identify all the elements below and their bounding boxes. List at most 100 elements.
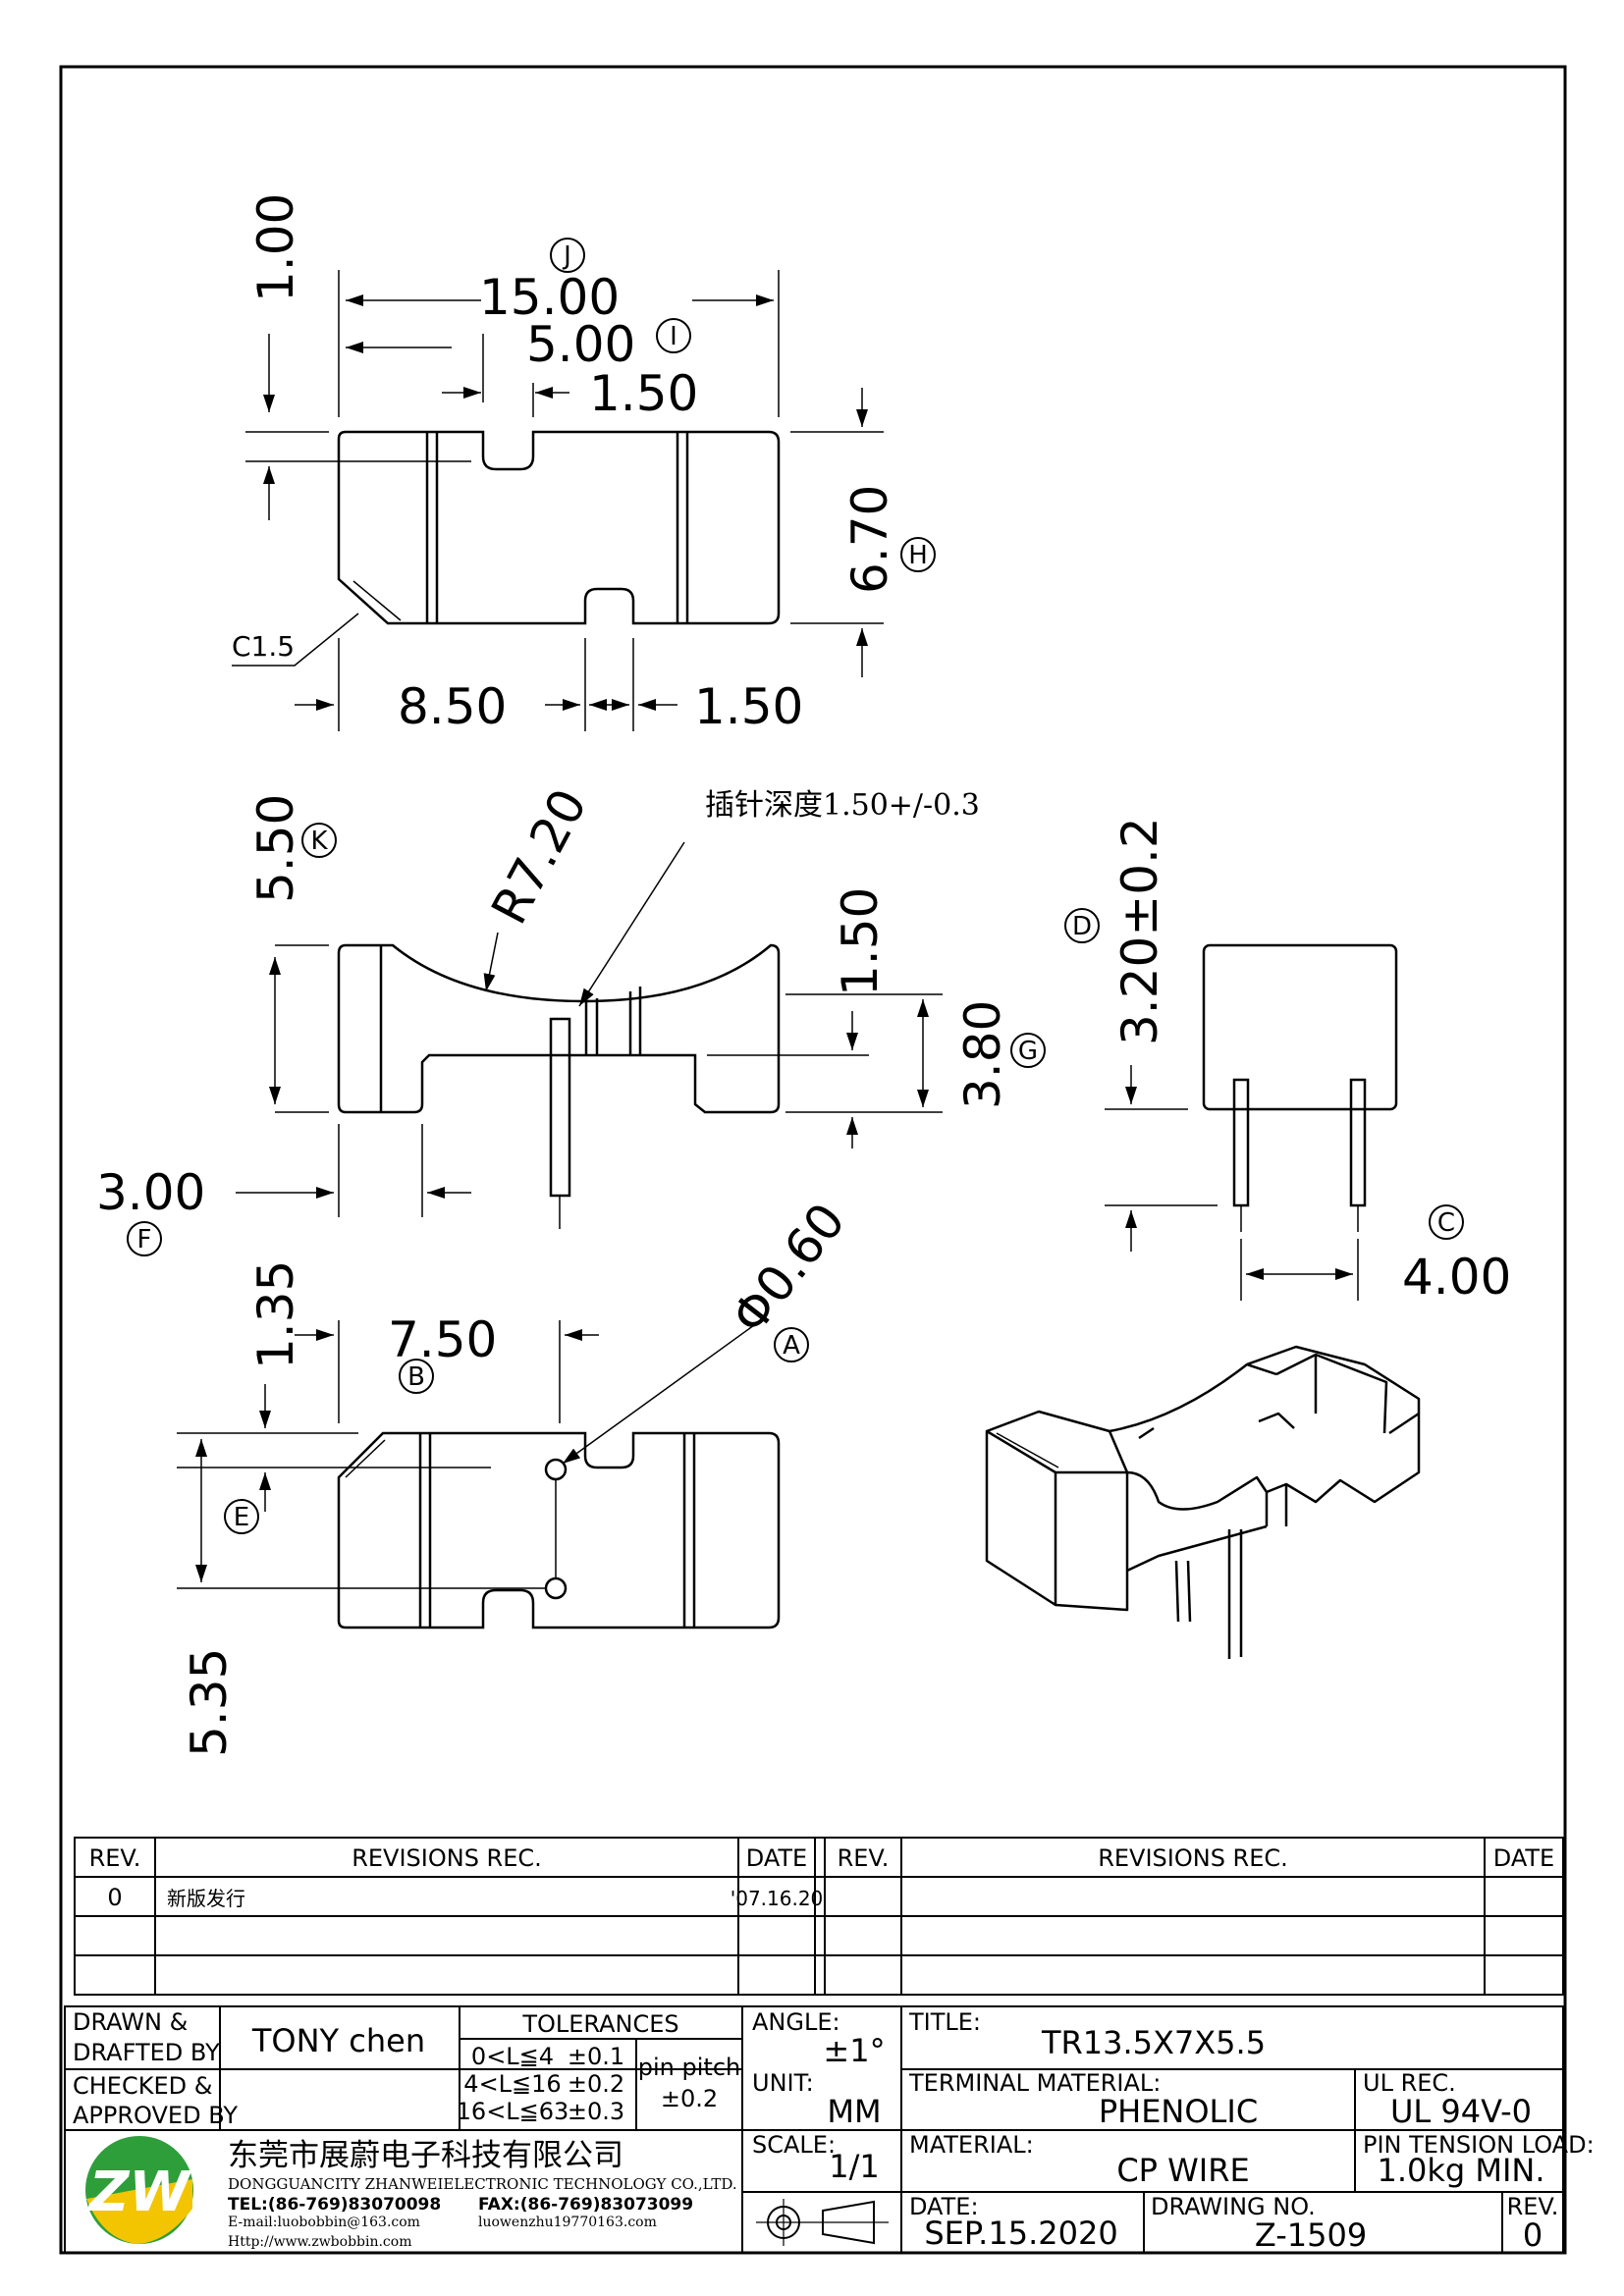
dim-5: 5.00	[526, 316, 635, 373]
dim-380: 3.80	[954, 1000, 1011, 1109]
side-view	[1202, 943, 1398, 1232]
side-view-dimensions	[1105, 1065, 1359, 1301]
checked-label-2: APPROVED BY	[73, 2102, 238, 2129]
title-block-texts: DRAWN & DRAFTED BY TONY chen CHECKED & A…	[73, 2008, 1595, 2254]
dim-850: 8.50	[398, 678, 507, 735]
rev-header-left: REV.	[89, 1844, 141, 1872]
unit-label: UNIT:	[752, 2069, 814, 2097]
pin-pitch-label: pin pitch	[638, 2054, 740, 2081]
ul-label: UL REC.	[1363, 2069, 1456, 2097]
dim-300: 3.00	[96, 1164, 205, 1221]
front-view	[337, 943, 781, 1229]
drawing-border	[59, 65, 1567, 2255]
dim-320: 3.20±0.2	[1111, 817, 1168, 1045]
isometric-view	[985, 1345, 1421, 1659]
unit-value: MM	[827, 2093, 881, 2130]
tol-value-0: ±0.1	[568, 2043, 624, 2070]
rev-header-right: REV.	[838, 1844, 890, 1872]
dim-150b: 1.50	[694, 678, 803, 735]
angle-value: ±1°	[823, 2032, 885, 2069]
terminal-value: PHENOLIC	[1099, 2093, 1258, 2130]
tol-range-2: 16<L≦63	[457, 2098, 569, 2125]
drawn-value: TONY chen	[251, 2022, 425, 2059]
terminal-label: TERMINAL MATERIAL:	[908, 2069, 1161, 2097]
bottom-view-balloons: B A E	[224, 1327, 809, 1534]
rev-row-0-date: '07.16.20	[731, 1887, 824, 1910]
pin-depth-note: 插针深度1.50+/-0.3	[705, 788, 980, 823]
company-fax: FAX:(86-769)83073099	[478, 2195, 693, 2215]
rec-header-right: REVISIONS REC.	[1098, 1844, 1288, 1872]
revisions-table	[74, 1837, 1564, 1996]
material-value: CP WIRE	[1116, 2152, 1249, 2189]
balloon-g: G	[1018, 1037, 1038, 1066]
balloon-k: K	[310, 827, 328, 856]
date-header-right: DATE	[1493, 1844, 1554, 1872]
tolerances-title: TOLERANCES	[521, 2010, 678, 2038]
title-block-grid	[64, 2005, 1564, 2254]
dim-phi: Φ0.60	[721, 1193, 856, 1344]
company-en: DONGGUANCITY ZHANWEIELECTRONIC TECHNOLOG…	[228, 2175, 737, 2193]
tol-range-0: 0<L≦4	[471, 2043, 554, 2070]
balloon-i: I	[670, 322, 677, 351]
checked-label-1: CHECKED &	[73, 2072, 212, 2100]
balloon-c: C	[1437, 1208, 1455, 1238]
company-email-2: luowenzhu19770163.com	[478, 2215, 657, 2230]
dim-750: 7.50	[388, 1311, 497, 1368]
dim-radius: R7.20	[480, 779, 598, 933]
drawing-no-value: Z-1509	[1255, 2216, 1367, 2254]
tol-range-1: 4<L≦16	[463, 2070, 561, 2098]
dim-100: 1.00	[247, 193, 304, 302]
rev-value: 0	[1523, 2216, 1543, 2254]
top-view-texts: 15.00 5.00 1.50 1.00 6.70 8.50 1.50 C1.5	[232, 193, 898, 735]
dim-15: 15.00	[479, 269, 620, 326]
top-view-outline	[337, 430, 781, 625]
angle-label: ANGLE:	[752, 2008, 840, 2036]
rev-row-0-rec: 新版发行	[167, 1887, 245, 1910]
tol-value-2: ±0.3	[568, 2098, 624, 2125]
front-view-outline	[337, 943, 781, 1114]
rev-label: REV.	[1507, 2193, 1559, 2220]
ul-value: UL 94V-0	[1390, 2093, 1532, 2130]
dim-150a: 1.50	[589, 365, 698, 422]
dim-550: 5.50	[247, 794, 304, 903]
company-web: Http://www.zwbobbin.com	[228, 2234, 411, 2250]
date-value: SEP.15.2020	[924, 2215, 1117, 2252]
pin-tension-label: PIN TENSION LOAD:	[1363, 2131, 1595, 2159]
dim-670: 6.70	[841, 485, 898, 594]
top-view-dimensions	[232, 270, 884, 731]
svg-text:ZW: ZW	[87, 2161, 193, 2224]
date-header-left: DATE	[746, 1844, 807, 1872]
pin-pitch-tol: ±0.2	[661, 2085, 718, 2112]
balloon-h: H	[908, 541, 928, 570]
balloon-f: F	[137, 1225, 152, 1255]
projection-symbol-icon	[756, 2199, 889, 2246]
title-label: TITLE:	[908, 2008, 981, 2036]
company-logo: ZW	[85, 2136, 193, 2244]
top-view	[337, 430, 781, 625]
revisions-texts: REV. REVISIONS REC. DATE REV. REVISIONS …	[89, 1844, 1555, 1911]
bottom-view-dimensions	[177, 1320, 755, 1589]
company-cn: 东莞市展蔚电子科技有限公司	[228, 2138, 623, 2173]
drawing-no-label: DRAWING NO.	[1151, 2193, 1316, 2220]
rec-header-left: REVISIONS REC.	[352, 1844, 542, 1872]
dim-535: 5.35	[181, 1648, 238, 1757]
front-view-dimensions	[236, 841, 943, 1217]
company-tel: TEL:(86-769)83070098	[228, 2195, 441, 2215]
tol-value-1: ±0.2	[568, 2070, 624, 2098]
dim-135: 1.35	[247, 1260, 304, 1369]
bottom-view	[337, 1431, 781, 1629]
company-email: E-mail:luobobbin@163.com	[228, 2215, 420, 2230]
balloon-d: D	[1072, 912, 1092, 941]
balloon-b: B	[407, 1362, 425, 1392]
side-view-balloons: D C	[1064, 908, 1464, 1240]
bottom-view-texts: 1.35 7.50 Φ0.60 5.35	[181, 1193, 856, 1757]
front-view-balloons: K G F	[127, 823, 1046, 1256]
scale-label: SCALE:	[752, 2131, 836, 2159]
drawn-label-1: DRAWN &	[73, 2008, 188, 2036]
dim-150-front: 1.50	[832, 887, 889, 996]
balloon-j: J	[562, 241, 571, 271]
top-view-balloons: J I H	[550, 238, 936, 572]
balloon-e: E	[234, 1503, 249, 1532]
scale-value: 1/1	[829, 2148, 880, 2185]
